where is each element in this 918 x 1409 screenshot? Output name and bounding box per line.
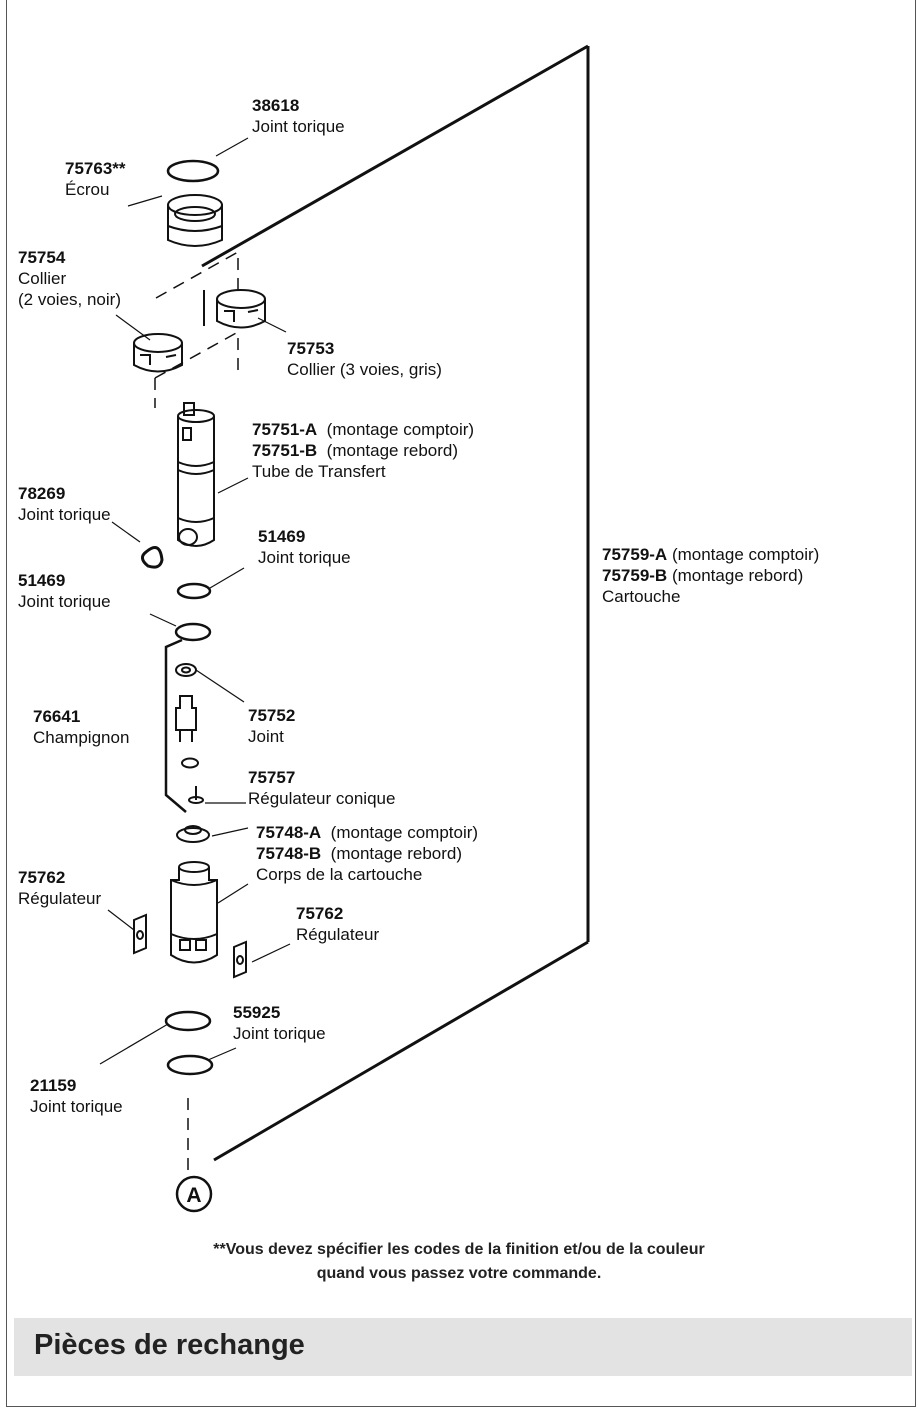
part-number-b: 75751-B: [252, 441, 318, 460]
washer-75752: [175, 663, 197, 677]
cone-regulator-75757: [188, 786, 204, 804]
section-title: Pièces de rechange: [34, 1329, 305, 1361]
section-header: Pièces de rechange: [14, 1318, 912, 1376]
mushroom-76641: [175, 695, 197, 742]
champignon-bracket: [164, 638, 187, 813]
order-note: **Vous devez spécifier les codes de la f…: [0, 1238, 918, 1286]
part-number-b: 75748-B: [256, 844, 322, 863]
oring-51469-b: [174, 622, 212, 642]
part-description: Collier: [18, 269, 67, 288]
part-number: 75757: [248, 768, 296, 787]
variant-a: (montage comptoir): [671, 545, 820, 564]
bracket-line-bottom: [213, 940, 589, 1162]
part-number-b: 75759-B: [602, 566, 668, 585]
part-number-a: 75751-A: [252, 420, 318, 439]
order-note-line1: **Vous devez spécifier les codes de la f…: [213, 1241, 705, 1258]
part-number: 75753: [287, 339, 335, 358]
order-note-line2: quand vous passez votre commande.: [316, 1265, 602, 1282]
oring-78269: [141, 546, 164, 569]
part-description: Joint torique: [233, 1024, 326, 1043]
seal-75748: [176, 825, 210, 843]
label-75763: 75763** Écrou: [65, 158, 126, 200]
part-number: 21159: [30, 1076, 77, 1095]
part-description: Régulateur conique: [248, 789, 396, 808]
part-number-a: 75748-A: [256, 823, 322, 842]
callout-a: A: [175, 1175, 213, 1213]
label-75762-right: 75762 Régulateur: [296, 903, 379, 945]
part-description: Joint torique: [252, 117, 345, 136]
regulator-75762-left: [133, 913, 147, 955]
part-number-a: 75759-A: [602, 545, 668, 564]
label-38618: 38618 Joint torique: [252, 95, 345, 137]
label-75762-left: 75762 Régulateur: [18, 867, 101, 909]
variant-b: (montage rebord): [326, 441, 459, 460]
part-number: 51469: [258, 527, 306, 546]
part-number: 75762: [296, 904, 344, 923]
cartridge-body-75748: [170, 861, 218, 964]
part-description: Joint torique: [18, 592, 111, 611]
part-number: 51469: [18, 571, 66, 590]
part-description: Joint torique: [258, 548, 351, 567]
part-number: 75763**: [65, 159, 126, 178]
collar-75754: [133, 333, 183, 373]
label-55925: 55925 Joint torique: [233, 1002, 326, 1044]
oring-51469-a: [176, 582, 212, 600]
label-75759: 75759-A (montage comptoir) 75759-B (mont…: [602, 544, 819, 607]
label-75748: 75748-A (montage comptoir) 75748-B (mont…: [256, 822, 478, 885]
washer-small: [181, 757, 199, 769]
part-description-2: (2 voies, noir): [18, 290, 121, 309]
part-number: 75754: [18, 248, 66, 267]
label-75754: 75754 Collier (2 voies, noir): [18, 247, 121, 310]
part-number: 75762: [18, 868, 66, 887]
part-description: Corps de la cartouche: [256, 865, 423, 884]
part-description: Collier (3 voies, gris): [287, 360, 442, 379]
label-75753: 75753 Collier (3 voies, gris): [287, 338, 442, 380]
part-description: Régulateur: [296, 925, 380, 944]
oring-55925: [164, 1010, 212, 1032]
part-description: Régulateur: [18, 889, 102, 908]
part-number: 55925: [233, 1003, 281, 1022]
label-21159: 21159 Joint torique: [30, 1075, 123, 1117]
label-76641: 76641 Champignon: [33, 706, 129, 748]
label-75752: 75752 Joint: [248, 705, 295, 747]
regulator-75762-right: [233, 940, 247, 979]
label-75751: 75751-A (montage comptoir) 75751-B (mont…: [252, 419, 474, 482]
part-number: 38618: [252, 96, 300, 115]
label-75757: 75757 Régulateur conique: [248, 767, 395, 809]
variant-b: (montage rebord): [671, 566, 804, 585]
part-number: 78269: [18, 484, 66, 503]
callout-a-label: A: [186, 1184, 201, 1207]
bracket-line-top: [201, 44, 589, 268]
oring-21159: [166, 1054, 214, 1076]
part-number: 75752: [248, 706, 296, 725]
collar-75753: [216, 289, 266, 329]
page-frame: [6, 0, 916, 1407]
variant-a: (montage comptoir): [326, 420, 475, 439]
label-78269: 78269 Joint torique: [18, 483, 111, 525]
part-description: Joint: [248, 727, 284, 746]
variant-a: (montage comptoir): [330, 823, 479, 842]
part-description: Joint torique: [18, 505, 111, 524]
part-description: Champignon: [33, 728, 130, 747]
part-description: Tube de Transfert: [252, 462, 386, 481]
variant-b: (montage rebord): [330, 844, 463, 863]
part-description: Cartouche: [602, 587, 681, 606]
part-description: Joint torique: [30, 1097, 123, 1116]
label-51469-lower: 51469 Joint torique: [18, 570, 111, 612]
nut-75763: [167, 194, 223, 247]
oring-38618: [166, 159, 220, 183]
part-description: Écrou: [65, 180, 110, 199]
transfer-tube-75751: [177, 402, 215, 547]
part-number: 76641: [33, 707, 81, 726]
label-51469-upper: 51469 Joint torique: [258, 526, 351, 568]
